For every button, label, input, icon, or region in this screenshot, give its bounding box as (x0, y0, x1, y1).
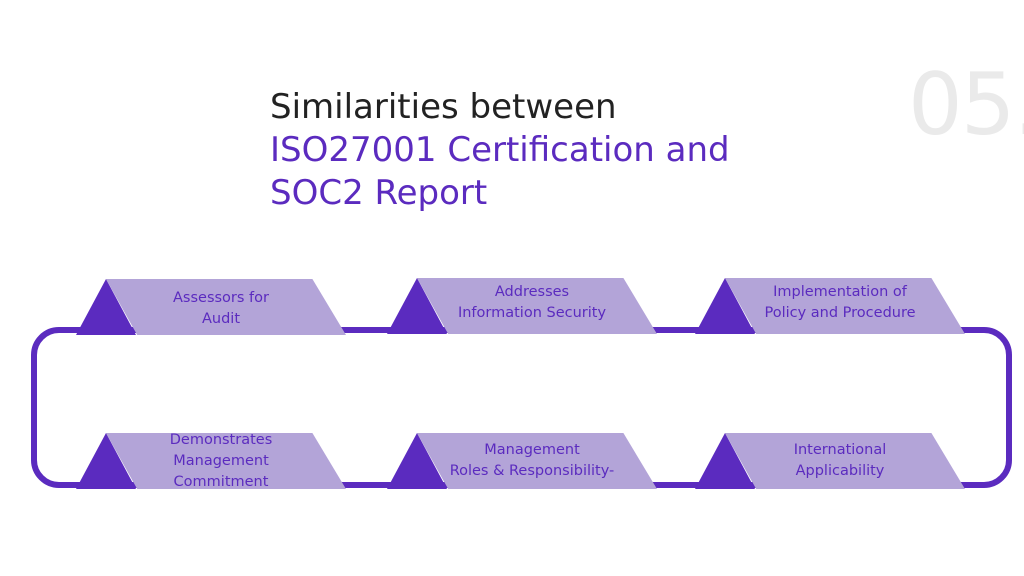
card-line: Information Security (457, 305, 607, 321)
card-text: Management Roles & Responsibility- (437, 433, 627, 489)
card-line: Demonstrates (169, 433, 273, 448)
card-line: Management (484, 442, 580, 458)
item-card-policy-procedure: Implementation of Policy and Procedure (695, 278, 965, 334)
card-line: Roles & Responsibility- (449, 463, 615, 479)
item-card-roles-responsibility: Management Roles & Responsibility- (387, 433, 657, 489)
card-text: Demonstrates Management Commitment (126, 433, 316, 489)
card-line: Assessors for (173, 290, 269, 306)
card-background (725, 433, 965, 489)
card-background (106, 279, 346, 335)
card-text: Assessors for Audit (126, 281, 316, 337)
card-line: International (793, 442, 887, 458)
title-line-1: Similarities between (270, 87, 617, 127)
card-line: Applicability (795, 463, 885, 479)
card-background (725, 278, 965, 334)
card-background (417, 433, 657, 489)
card-line: Commitment (173, 473, 269, 490)
title-line-3: SOC2 Report (270, 173, 488, 213)
card-line: Audit (201, 311, 241, 327)
title-line-2: ISO27001 Certification and (270, 130, 730, 170)
card-text: Addresses Information Security (437, 275, 627, 331)
card-text: International Applicability (745, 433, 935, 489)
card-line: Addresses (494, 284, 570, 300)
card-line: Management (173, 452, 269, 469)
slide-number: 05. (908, 55, 1024, 155)
item-card-management-commitment: Demonstrates Management Commitment (76, 433, 346, 489)
item-card-international-applicability: International Applicability (695, 433, 965, 489)
card-background (106, 433, 346, 489)
item-card-information-security: Addresses Information Security (387, 278, 657, 334)
slide-title: Similarities between ISO27001 Certificat… (270, 86, 730, 215)
item-card-assessors: Assessors for Audit (76, 279, 346, 335)
card-background (417, 278, 657, 334)
card-line: Implementation of (773, 284, 907, 300)
card-text: Implementation of Policy and Procedure (745, 275, 935, 331)
card-line: Policy and Procedure (764, 305, 916, 321)
